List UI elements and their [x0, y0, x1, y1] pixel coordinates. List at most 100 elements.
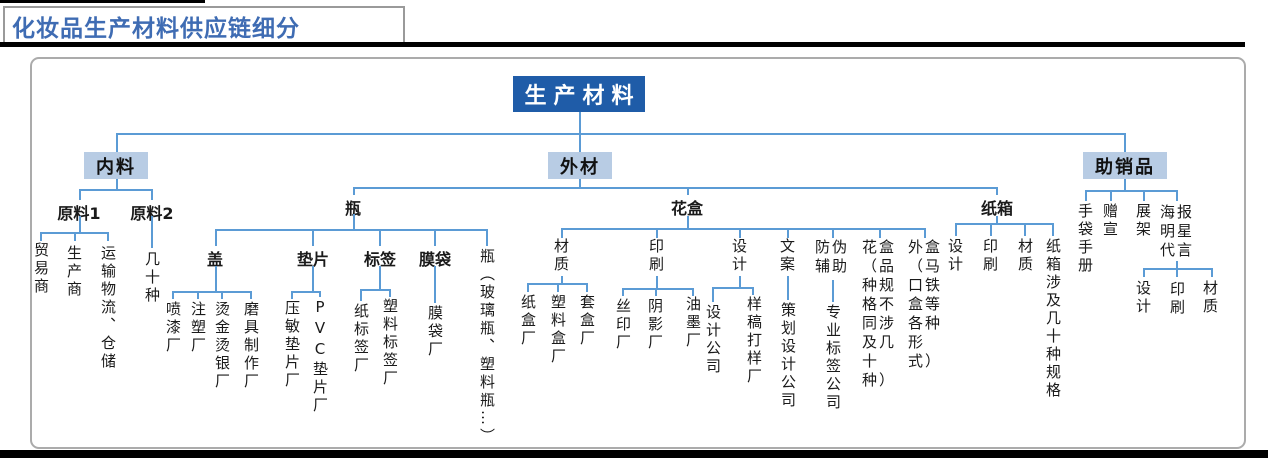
connector-line [389, 289, 391, 297]
connector-line [172, 291, 174, 299]
connector-line [712, 287, 714, 302]
node-root: 生产材料 [513, 76, 645, 112]
node-poster-design: 设计 [1134, 280, 1152, 316]
connector-line [557, 283, 559, 292]
connector-line [172, 291, 252, 293]
connector-line [561, 228, 926, 230]
node-pvc-gasket-factory: PVC垫片厂 [311, 298, 329, 415]
connector-line [832, 280, 834, 302]
node-giftbox-material: 材质 [552, 238, 570, 274]
connector-line [353, 187, 998, 189]
node-hot-stamping-factory: 烫金烫银厂 [213, 301, 231, 391]
connector-line [434, 229, 436, 246]
connector-line [879, 228, 881, 238]
connector-line [586, 283, 588, 292]
node-planning-design-company: 策划设计公司 [779, 302, 797, 410]
node-logistics-warehouse: 运输物流、仓储 [99, 245, 117, 371]
connector-line [739, 228, 741, 238]
connector-line [40, 232, 42, 241]
connector-line [360, 289, 362, 301]
connector-line [579, 179, 581, 187]
connector-line [579, 112, 581, 133]
node-spray-paint-factory: 喷漆厂 [164, 301, 182, 355]
node-carton-design: 设计 [946, 238, 964, 274]
node-outer-materials: 外材 [548, 152, 612, 179]
connector-line [312, 266, 314, 291]
connector-line [1110, 190, 1112, 201]
node-giftbox-design: 设计 [730, 238, 748, 274]
connector-line [1143, 268, 1145, 277]
node-gasket: 垫片 [296, 250, 329, 269]
connector-line [215, 229, 217, 246]
connector-line [656, 276, 658, 288]
connector-line [74, 232, 76, 241]
connector-line [353, 187, 355, 195]
node-pressure-gasket-factory: 压敏垫片厂 [283, 300, 301, 390]
connector-line [221, 291, 223, 299]
node-bottle: 瓶 [344, 199, 361, 218]
node-carton: 纸箱 [980, 199, 1013, 218]
node-mold-making-factory: 磨具制作厂 [242, 301, 260, 391]
header-rule [0, 42, 1245, 47]
connector-line [151, 189, 153, 200]
connector-line [79, 189, 81, 200]
connector-line [1176, 190, 1178, 201]
connector-line [996, 216, 998, 223]
connector-line [527, 283, 529, 292]
node-poster-printing: 印刷 [1168, 281, 1186, 317]
footer-rule [0, 450, 1268, 458]
diagram-panel [30, 57, 1246, 449]
node-raw-material-1: 原料1 [57, 204, 101, 223]
connector-line [561, 228, 563, 238]
connector-line [687, 216, 689, 228]
connector-line [1143, 190, 1145, 201]
node-manufacturer: 生产商 [65, 245, 83, 299]
connector-line [1024, 223, 1026, 236]
connector-line [434, 266, 436, 303]
node-ink-factory: 油墨厂 [684, 296, 702, 350]
connector-line [955, 223, 957, 236]
connector-line [1143, 268, 1213, 270]
connector-line [561, 276, 563, 283]
node-carton-material: 材质 [1016, 238, 1034, 274]
node-trader: 贸易商 [32, 242, 50, 296]
node-film-bag-factory: 膜袋厂 [426, 305, 444, 359]
connector-line [1124, 179, 1126, 190]
connector-line [107, 232, 109, 241]
connector-line [250, 291, 252, 299]
node-injection-molding-factory: 注塑厂 [189, 301, 207, 355]
connector-line [116, 179, 118, 189]
node-dozens-of-kinds: 几十种 [143, 251, 161, 305]
node-bottle-note: 瓶（玻璃瓶、塑料瓶…） [478, 248, 496, 446]
node-film-bag: 膜袋 [418, 250, 451, 269]
node-sales-aids: 助销品 [1083, 152, 1167, 179]
connector-line [655, 288, 657, 296]
node-carton-note: 纸箱涉及几十种规格 [1044, 238, 1062, 400]
connector-line [1052, 223, 1054, 236]
title-box: 化妆品生产材料供应链细分 [3, 6, 405, 46]
node-shadow-factory: 阴影厂 [646, 298, 664, 352]
connector-line [739, 276, 741, 287]
node-anti-counterfeit-aids: 防伪辅助 [815, 238, 850, 275]
node-display-stand: 展架 [1134, 203, 1152, 239]
node-label: 标签 [363, 250, 396, 269]
page-title: 化妆品生产材料供应链细分 [12, 16, 300, 42]
connector-line [1124, 133, 1126, 152]
connector-line [353, 214, 355, 229]
node-poster-material: 材质 [1201, 280, 1219, 316]
node-box-set-factory: 套盒厂 [578, 294, 596, 348]
node-paper-label-factory: 纸标签厂 [352, 303, 370, 375]
node-professional-label-company: 专业标签公司 [824, 304, 842, 412]
node-silk-screen-factory: 丝印厂 [614, 298, 632, 352]
node-inner-materials: 内料 [84, 152, 148, 179]
connector-line [692, 288, 694, 296]
connector-line [151, 216, 153, 248]
connector-line [360, 289, 390, 291]
connector-line [579, 133, 581, 152]
node-bag-brochure: 手袋手册 [1076, 203, 1094, 275]
connector-line [379, 229, 381, 246]
connector-line [312, 229, 314, 246]
connector-line [215, 266, 217, 291]
node-giftbox-printing: 印刷 [647, 238, 665, 274]
connector-line [924, 228, 926, 238]
